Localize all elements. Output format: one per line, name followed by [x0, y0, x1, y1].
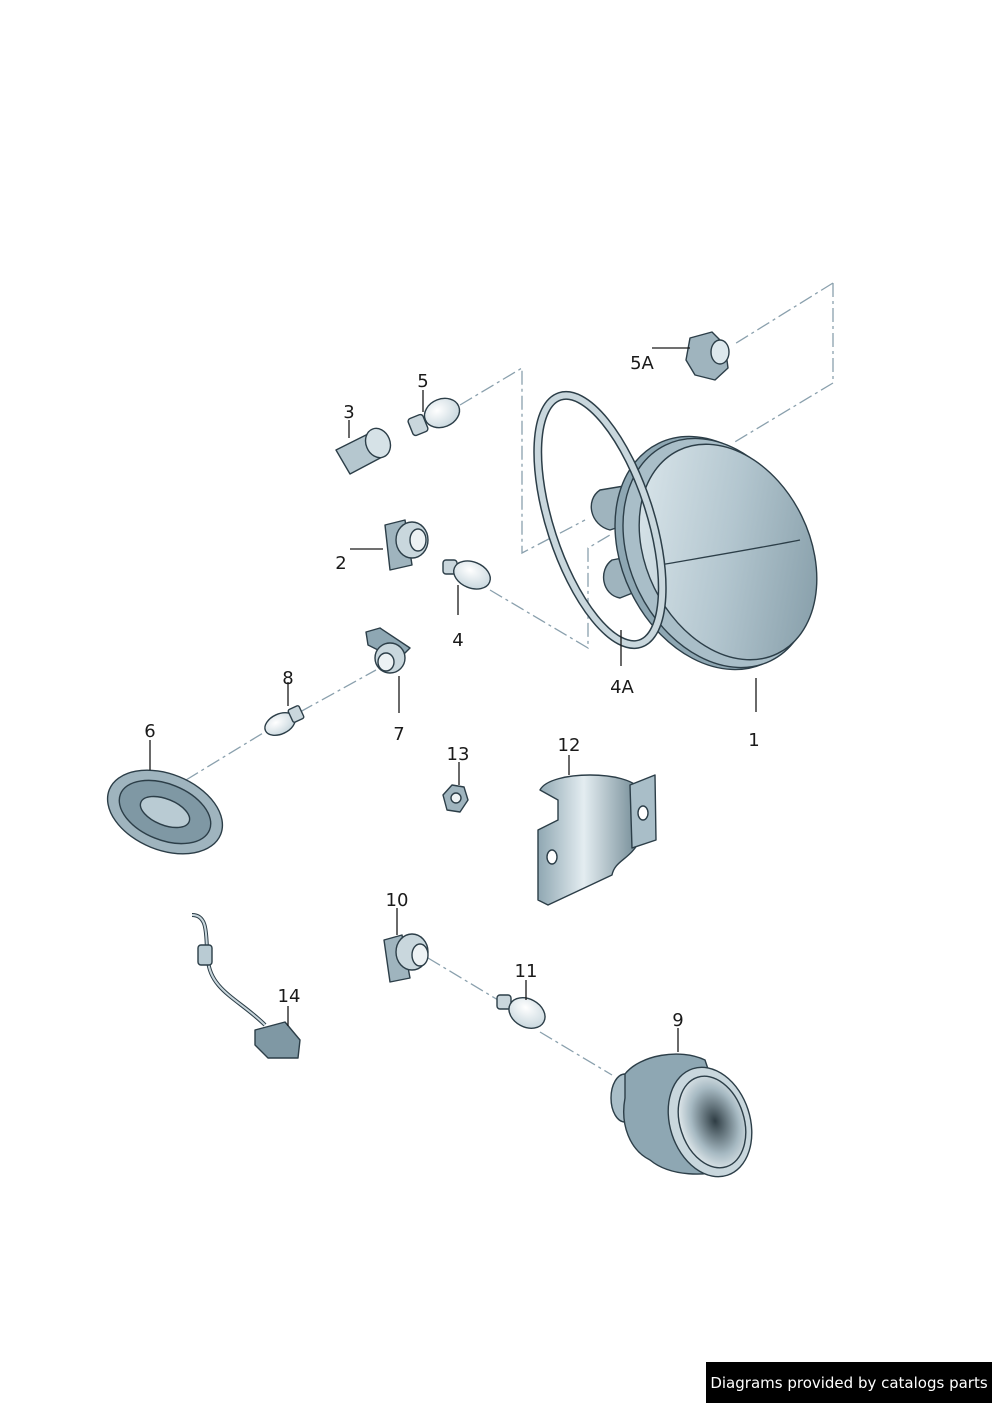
callout-2: 2	[335, 553, 346, 574]
wiring-harness-part-14	[191, 913, 301, 1059]
bracket-part-12	[537, 774, 657, 906]
callout-10: 10	[386, 890, 409, 911]
bulb-socket-part-2	[384, 519, 429, 571]
callout-4: 4	[452, 630, 463, 651]
callout-6: 6	[144, 721, 155, 742]
leader-lines	[149, 347, 757, 1052]
bulb-socket-part-10	[383, 933, 429, 983]
callout-1: 1	[748, 730, 759, 751]
bulb-part-4	[442, 559, 491, 590]
callout-7: 7	[393, 724, 404, 745]
adjuster-part-5a	[685, 331, 730, 381]
nut-part-13	[442, 784, 469, 813]
lamp-socket-part-7	[365, 627, 411, 674]
side-marker-lamp-part-6	[106, 769, 224, 855]
mounting-ring-part-4a	[533, 390, 667, 650]
callout-5: 5	[417, 371, 428, 392]
callout-3: 3	[343, 402, 354, 423]
bulb-part-5	[407, 397, 461, 437]
callout-14: 14	[278, 986, 301, 1007]
assembly-lines	[185, 282, 834, 1076]
callout-12: 12	[558, 735, 581, 756]
credit-text: Diagrams provided by catalogs parts	[710, 1373, 988, 1392]
headlight-part-1	[590, 435, 818, 671]
callout-4a: 4A	[610, 677, 634, 698]
bulb-part-11	[496, 994, 546, 1029]
callout-5a: 5A	[630, 353, 654, 374]
credit-banner: Diagrams provided by catalogs parts	[706, 1362, 992, 1403]
wedge-bulb-part-8	[264, 705, 305, 737]
bulb-holder-part-3	[335, 427, 392, 475]
callout-11: 11	[515, 961, 538, 982]
callout-9: 9	[672, 1010, 683, 1031]
callout-13: 13	[447, 744, 470, 765]
callout-8: 8	[282, 668, 293, 689]
callout-labels: 1 2 3 4 4A 5 5A 6 7 8 9 10 11 12 13 14	[144, 353, 759, 1031]
fog-lamp-housing-part-9	[610, 1053, 753, 1178]
